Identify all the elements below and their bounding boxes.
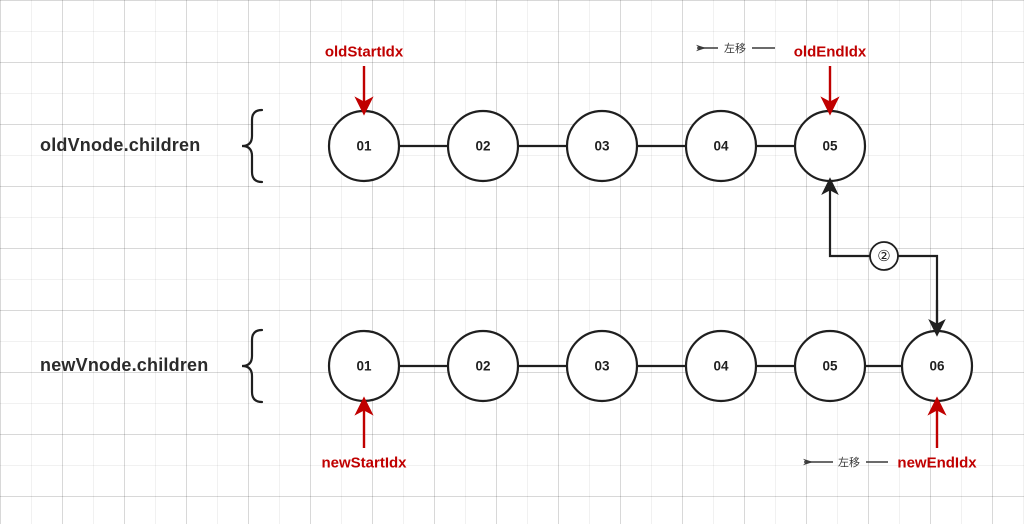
step-2-badge-label: ② <box>877 248 891 265</box>
new-node-label-06: 06 <box>929 358 945 374</box>
old-node-04[interactable] <box>684 109 758 183</box>
newstartidx-label: newStartIdx <box>321 454 407 472</box>
new-row-group <box>241 328 974 404</box>
oldendidx-label: oldEndIdx <box>793 43 867 61</box>
step-2-path-left-segment <box>821 177 870 258</box>
new-node-label-04: 04 <box>713 358 729 374</box>
oldstartidx-label: oldStartIdx <box>324 43 404 61</box>
new-node-05[interactable] <box>793 329 867 403</box>
new-node-03[interactable] <box>565 329 639 403</box>
old-move-left-text: 左移 <box>724 42 746 55</box>
new-node-label-05: 05 <box>822 358 838 374</box>
old-row-label: oldVnode.children <box>40 135 201 155</box>
old-row-group <box>241 108 867 184</box>
new-node-label-01: 01 <box>356 358 372 374</box>
new-move-left-text: 左移 <box>838 456 860 469</box>
new-node-label-03: 03 <box>594 358 610 374</box>
new-node-04[interactable] <box>684 329 758 403</box>
old-node-label-03: 03 <box>594 138 610 154</box>
step-2-move-arrow <box>821 177 946 337</box>
step-2-path-right-segment <box>898 254 939 330</box>
new-node-label-02: 02 <box>475 358 491 374</box>
new-row-label: newVnode.children <box>40 355 209 375</box>
old-node-label-04: 04 <box>713 138 729 154</box>
old-row-brace <box>241 108 264 184</box>
old-node-02[interactable] <box>446 109 520 183</box>
old-node-label-05: 05 <box>822 138 838 154</box>
newendidx-label: newEndIdx <box>897 454 977 472</box>
old-node-label-02: 02 <box>475 138 491 154</box>
old-node-label-01: 01 <box>356 138 372 154</box>
step-2-badge-circle <box>869 241 899 271</box>
old-node-03[interactable] <box>565 109 639 183</box>
new-node-02[interactable] <box>446 329 520 403</box>
new-row-brace <box>241 328 264 404</box>
